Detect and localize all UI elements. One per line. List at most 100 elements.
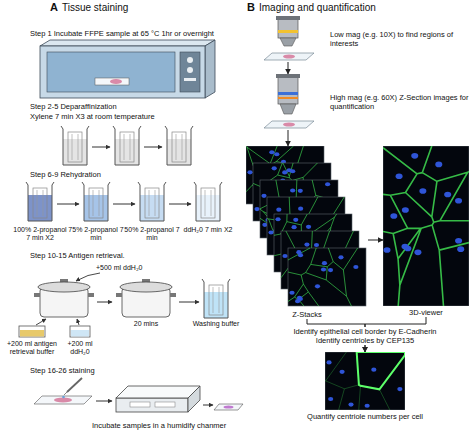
chamber-side [188,386,200,412]
tissue-section [283,123,295,127]
objective-body [278,74,298,104]
glass-slide [95,78,129,85]
step-arrow [113,204,135,205]
objective-drawing [258,16,318,62]
nucleus [325,182,330,186]
nucleus [371,368,376,372]
nucleus [268,230,273,234]
nucleus [402,244,409,250]
nucleus [304,242,309,246]
cell-border [325,352,405,410]
nucleus [314,243,319,247]
nucleus [328,397,333,401]
propanol-beaker [138,182,166,221]
nucleus [291,225,296,229]
cell-image [325,352,405,410]
chamber-tray [116,398,188,412]
xylene-beaker [61,126,89,165]
objective-lens: High mag (e.g. 60X) Z-Section images for… [258,74,470,130]
step-arrow [57,204,79,205]
label-slot: Identify centrioles by CEP135 [314,336,416,345]
step-note: 100% 2-propanol 7 min X2 [11,226,69,243]
label-slot: 100% 2-propanol 7 min X2 [11,226,69,243]
nucleus [298,207,303,211]
label-slot: Xylene 7 min X3 at room temperature [30,112,155,121]
nucleus [455,238,462,244]
image-ground [325,352,405,410]
flow-arrow [368,240,383,241]
pour-arrow [36,319,46,325]
viewer-image [383,146,469,306]
oven [40,40,215,98]
nucleus [396,173,403,179]
nucleus [247,170,252,174]
oven-panel [180,52,200,92]
glass-slide [214,404,243,410]
nucleus [353,265,358,269]
oven-dial [187,67,193,73]
nucleus [290,188,295,192]
panel-heading: Tissue staining [62,2,128,14]
z-layer [288,248,366,306]
step-note: 50% 2-propanol 7 min [123,226,181,243]
label-slot: B [247,1,255,14]
droplet [62,396,65,399]
objective-tip [280,38,296,46]
nucleus [322,261,327,265]
nucleus [272,166,277,170]
z-stack-images: Z-Stacks [246,146,368,319]
panel-heading: B [247,1,255,14]
nucleus [261,194,266,198]
nucleus [295,299,300,303]
propanol-beaker [82,182,110,221]
nucleus [276,208,281,212]
nucleus [269,150,274,154]
nucleus [254,207,259,211]
nucleus [306,225,311,229]
cell-border [288,248,358,306]
oven-dial [187,57,193,63]
step-note: Identify centrioles by CEP135 [314,336,416,345]
chamber-slide [155,402,175,407]
water-beaker [194,182,222,221]
propanol-beaker [26,182,54,221]
label-slot: ddH₂0 7 min X2 [179,226,237,234]
label-slot: Identify epithelial cell border by E-Cad… [292,327,439,336]
nucleus [298,189,303,193]
label-slot: Imaging and quantification [259,2,376,14]
pipette [67,378,82,392]
tissue-section [283,55,295,59]
chamber-slide [130,402,150,407]
nucleus [457,246,464,252]
glass-slide [264,53,314,60]
label-slot: Incubate samples in a humidify chanmer [92,421,226,430]
image-caption: Quantify centriole numbers per cell [307,412,423,421]
label-slot: +200 ml ddH₂0 [60,340,100,357]
z-stack-drawing [246,146,368,308]
buffer-liquid [20,330,44,337]
image-caption: Low mag (e.g. 10X) to find regions of in… [330,30,470,48]
step-note: Step 6-9 Rehydration [30,170,101,179]
step-note: Step 1 Incubate FFPE sample at 65 °C 1hr… [30,29,214,38]
nucleus [402,207,409,213]
label-slot: 20 mins [134,320,159,328]
viewer-drawing [383,146,469,306]
washing-jar [202,279,230,318]
step-arrow [92,147,110,148]
nucleus [365,404,370,408]
buffer-container [19,326,45,337]
objective-band [278,30,298,33]
nucleus [455,198,462,204]
objective-thread [276,16,300,20]
nucleus [411,153,418,159]
pressure-cooker [34,279,94,317]
panel-heading: A [50,1,58,14]
step-note: 75% 2-propanol 7 min [67,226,125,243]
step-note: 20 mins [134,320,159,328]
cell-image: Quantify centriole numbers per cell [290,352,440,421]
label-slot: Step 1 Incubate FFPE sample at 65 °C 1hr… [30,29,214,38]
step-note: Step 10-15 Antigen retrieval. [30,251,125,260]
label-slot: Step 16-26 staining [30,366,95,375]
